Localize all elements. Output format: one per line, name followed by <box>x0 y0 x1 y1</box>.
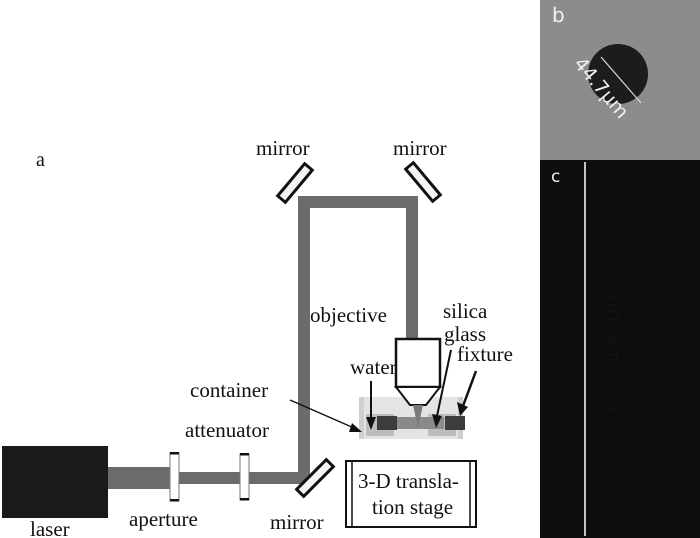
aperture-label: aperture <box>129 507 198 531</box>
aperture-element <box>169 452 180 502</box>
panel-b: b 44.7μm <box>540 0 700 160</box>
svg-text:L1=1145μm: L1=1145μm <box>598 288 628 413</box>
beam-segment-vertical-right <box>406 196 418 338</box>
silica-glass-arrow <box>432 349 452 428</box>
mirror-bottom <box>294 457 336 499</box>
silica-glass-label-line1: silica <box>443 299 488 323</box>
diameter-line <box>600 56 642 104</box>
attenuator-element <box>239 453 250 501</box>
objective-lens <box>393 337 443 428</box>
panel-c-letter: c <box>551 167 560 187</box>
silica-glass-label-line2: glass <box>444 322 486 346</box>
mirror-top-left <box>275 161 315 205</box>
mirror-top-left-label: mirror <box>256 136 310 160</box>
water-arrow <box>366 381 376 430</box>
attenuator-label: attenuator <box>185 418 269 442</box>
length-value: =1145μm <box>599 288 623 393</box>
stage-label-line2: tion stage <box>372 495 453 519</box>
fixture-label: fixture <box>457 342 513 366</box>
panel-a-letter: a <box>36 149 45 171</box>
container-arrow <box>289 399 362 432</box>
beam-wide-segment <box>108 467 170 489</box>
translation-stage <box>345 460 477 528</box>
objective-label: objective <box>310 303 387 327</box>
fixture-left <box>377 416 397 430</box>
length-variable: L <box>598 400 623 413</box>
panel-a: a laser aperture attenuator mirror <box>2 136 513 538</box>
panel-c: c L1=1145μm <box>540 160 700 538</box>
water-label: water <box>350 355 397 379</box>
mirror-bottom-label: mirror <box>270 510 324 534</box>
stage-label-line1: 3-D transla- <box>358 469 459 493</box>
silica-glass-sample <box>388 417 444 429</box>
panel-b-letter: b <box>552 3 565 27</box>
focused-beam-cone <box>413 405 423 428</box>
mirror-top-right-label: mirror <box>393 136 447 160</box>
beam-segment-top <box>298 196 418 208</box>
panel-c-background <box>540 160 700 538</box>
container-label: container <box>190 378 268 402</box>
channel-length-label: L1=1145μm <box>598 288 628 413</box>
laser-body <box>2 446 108 518</box>
fixture-arrow <box>457 370 478 416</box>
fixture-right <box>445 416 465 430</box>
length-subscript: 1 <box>613 393 628 400</box>
laser-label: laser <box>30 517 70 538</box>
mirror-top-right <box>403 160 443 204</box>
beam-segment-vertical-left <box>298 200 310 484</box>
